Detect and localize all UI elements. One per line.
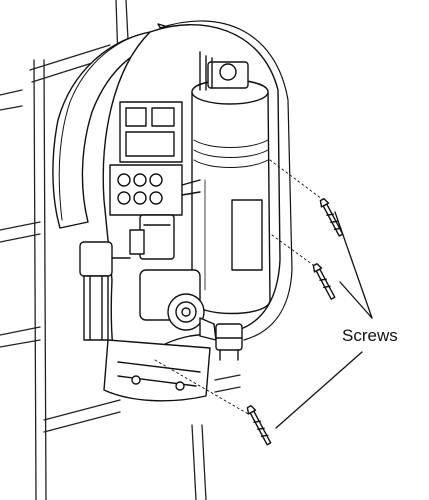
back-plate xyxy=(103,339,211,402)
screws-label: Screws xyxy=(342,326,398,345)
control-block xyxy=(109,101,201,216)
flow-valve xyxy=(139,269,217,341)
solenoid-valve xyxy=(129,214,175,260)
heater-tank xyxy=(191,51,271,315)
outlet-fitting xyxy=(215,323,243,361)
screw-icon xyxy=(246,198,344,446)
inlet-pipe xyxy=(79,241,131,341)
callout-leaders xyxy=(275,211,373,429)
screw-guides xyxy=(154,159,331,416)
wall-tiles xyxy=(0,0,241,500)
